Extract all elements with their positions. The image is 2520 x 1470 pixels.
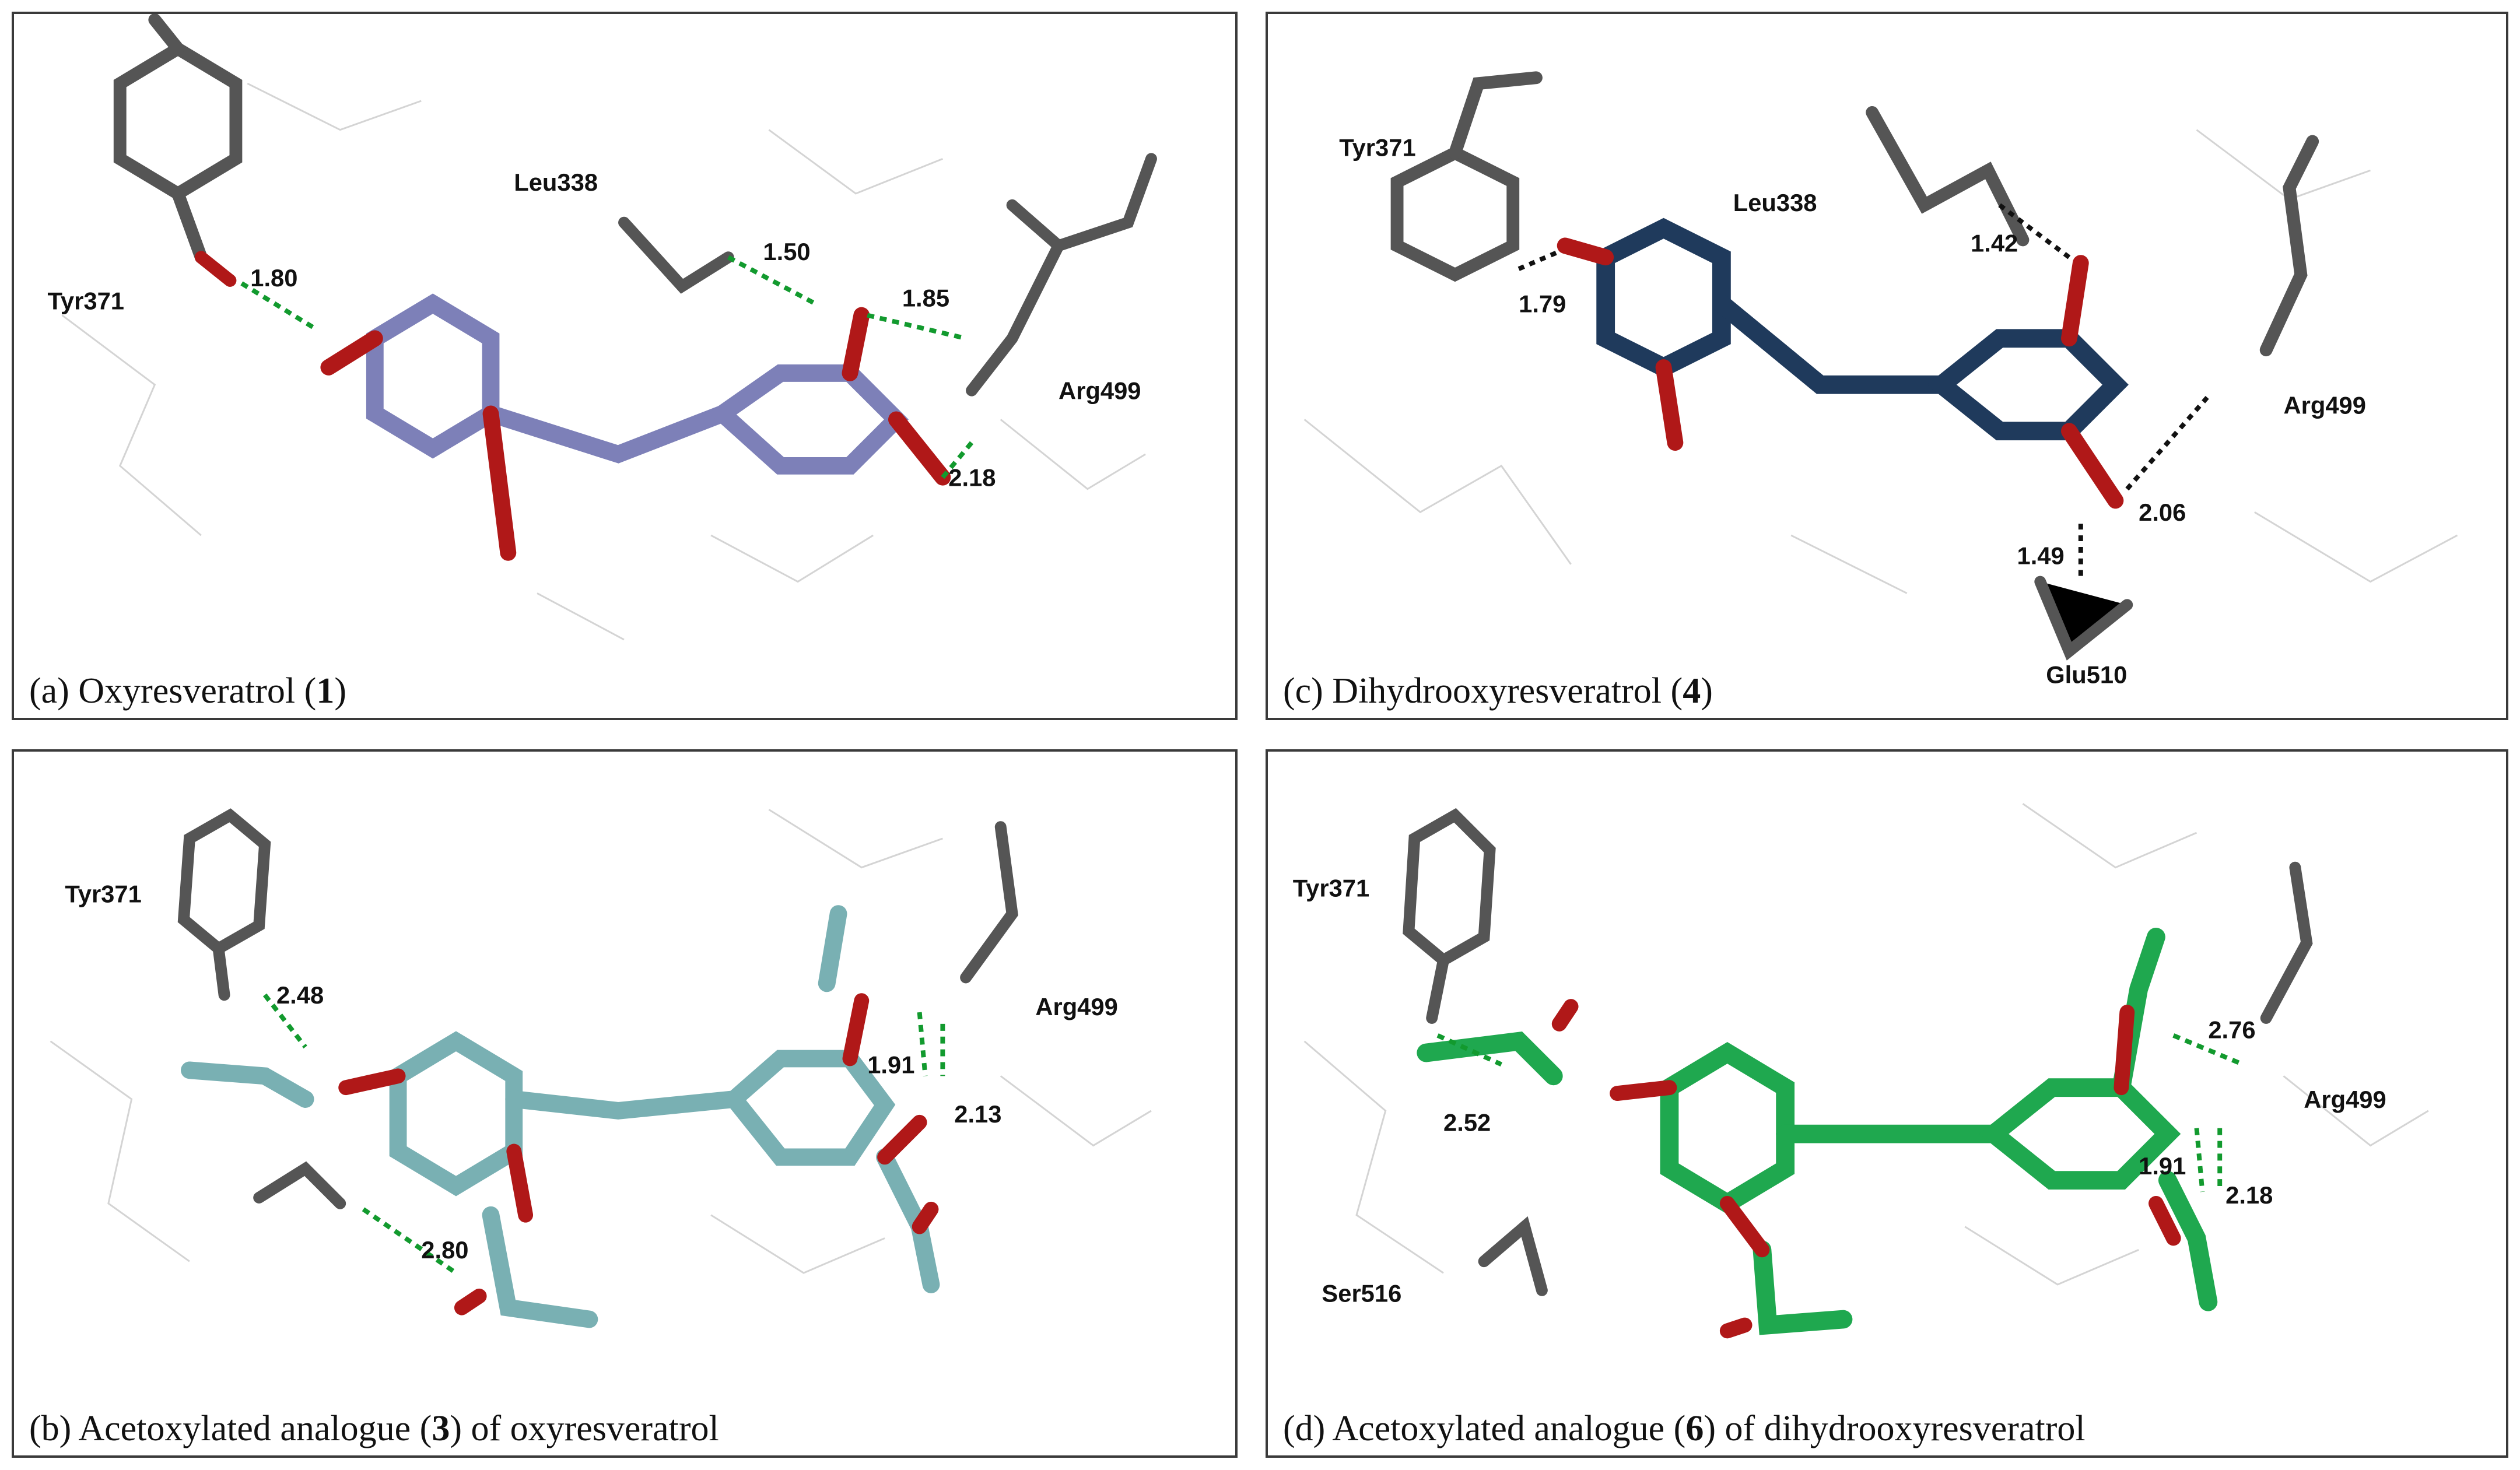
panel-b-caption: (b) Acetoxylated analogue (3) of oxyresv… — [24, 1408, 724, 1450]
hbond-distance: 2.48 — [276, 981, 324, 1009]
caption-text: (c) Dihydrooxyresveratrol ( — [1283, 671, 1683, 711]
caption-text: (a) Oxyresveratrol ( — [29, 671, 317, 711]
panel-a-figure: Tyr371 Leu338 Arg499 1.80 1.50 1.85 2.18 — [48, 14, 1157, 641]
caption-text: ) — [1701, 671, 1713, 711]
hbond-distance: 1.91 — [2139, 1152, 2186, 1180]
caption-text: (b) Acetoxylated analogue ( — [29, 1409, 432, 1448]
panel-a: Tyr371 Leu338 Arg499 1.80 1.50 1.85 2.18… — [12, 12, 1238, 720]
panel-c-figure: Tyr371 Leu338 Arg499 Glu510 1.79 1.42 2.… — [1303, 71, 2458, 688]
residue-label: Tyr371 — [1339, 134, 1415, 161]
residue-label: Tyr371 — [65, 880, 141, 907]
hbond-distance: 1.42 — [1971, 229, 2018, 257]
residue-label: Arg499 — [1035, 993, 1117, 1020]
caption-text: (d) Acetoxylated analogue ( — [1283, 1409, 1686, 1448]
compound-number: 4 — [1683, 671, 1701, 711]
hbond-distance: 1.85 — [902, 285, 949, 312]
hbond-distance: 2.52 — [1443, 1109, 1491, 1136]
panel-c: Tyr371 Leu338 Arg499 Glu510 1.79 1.42 2.… — [1266, 12, 2508, 720]
panel-d: Tyr371 Ser516 Arg499 2.52 2.76 1.91 2.18… — [1266, 749, 2508, 1458]
hbond-distance: 1.91 — [867, 1051, 914, 1078]
residue-label: Glu510 — [2046, 661, 2127, 688]
hbond-distance: 1.79 — [1519, 290, 1566, 318]
compound-number: 1 — [316, 671, 335, 711]
panel-c-caption: (c) Dihydrooxyresveratrol (4) — [1278, 671, 1718, 712]
hbond-distance: 2.18 — [948, 464, 996, 492]
hbond-distance: 2.18 — [2225, 1181, 2273, 1209]
residue-label: Tyr371 — [1293, 874, 1369, 901]
caption-text: ) of oxyresveratrol — [450, 1409, 719, 1448]
residue-label: Leu338 — [1733, 189, 1817, 216]
residue-label: Tyr371 — [48, 287, 124, 315]
compound-number: 3 — [432, 1409, 450, 1448]
hbond-distance: 1.49 — [2017, 542, 2065, 570]
panel-b-figure: Tyr371 Arg499 2.48 1.91 2.13 2.80 — [50, 808, 1152, 1328]
panel-d-caption: (d) Acetoxylated analogue (6) of dihydro… — [1278, 1408, 2090, 1450]
hbond-distance: 2.06 — [2139, 499, 2186, 526]
residue-label: Arg499 — [2304, 1086, 2386, 1113]
hbond-distance: 1.80 — [250, 264, 297, 292]
hbond-distance: 1.50 — [763, 238, 810, 265]
hbond-distance: 2.80 — [421, 1236, 468, 1264]
residue-label: Ser516 — [1322, 1280, 1401, 1307]
residue-label: Arg499 — [2283, 391, 2365, 419]
hbond-distance: 2.76 — [2208, 1016, 2255, 1044]
residue-label: Leu338 — [514, 169, 598, 196]
caption-text: ) of dihydrooxyresveratrol — [1704, 1409, 2086, 1448]
compound-number: 6 — [1685, 1409, 1704, 1448]
hbond-distance: 2.13 — [954, 1100, 1001, 1128]
panel-d-figure: Tyr371 Ser516 Arg499 2.52 2.76 1.91 2.18 — [1293, 803, 2429, 1339]
residue-label: Arg499 — [1059, 377, 1141, 405]
panel-b: Tyr371 Arg499 2.48 1.91 2.13 2.80 (b) Ac… — [12, 749, 1238, 1458]
panel-a-caption: (a) Oxyresveratrol (1) — [24, 671, 351, 712]
caption-text: ) — [334, 671, 346, 711]
